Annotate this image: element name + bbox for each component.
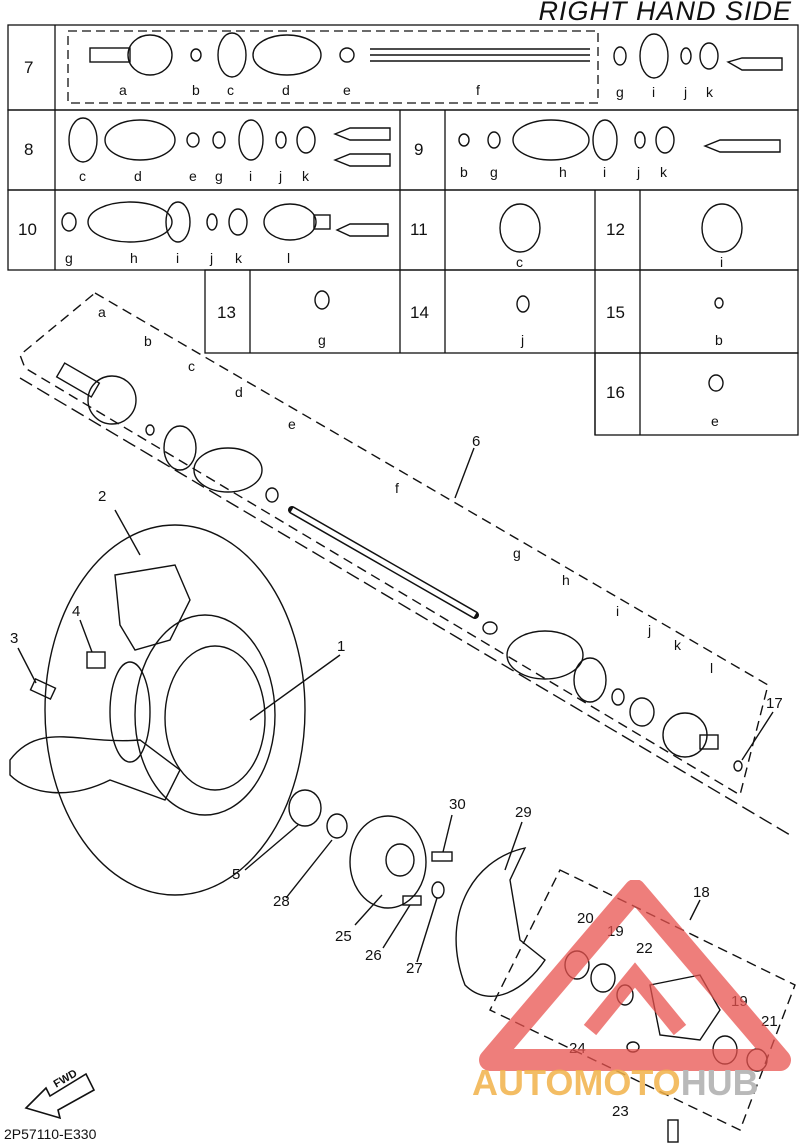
assembly-letter: j xyxy=(648,622,652,638)
row-num-9: 9 xyxy=(414,140,424,159)
fwd-arrow-icon xyxy=(24,1072,96,1120)
part-letter: l xyxy=(287,250,291,266)
part-letter: j xyxy=(210,250,214,266)
assembly-letter: l xyxy=(710,660,714,676)
assembly-letter: b xyxy=(144,333,152,349)
diagram-code: 2P57110-E330 xyxy=(4,1126,97,1142)
row-num-16: 16 xyxy=(606,383,625,402)
callout: 4 xyxy=(72,603,81,620)
callout: 26 xyxy=(365,947,382,964)
part-letter: d xyxy=(134,168,142,184)
page-title: RIGHT HAND SIDE xyxy=(538,0,792,26)
watermark-logo xyxy=(479,880,791,1071)
callout: 1 xyxy=(337,638,346,655)
callout: 18 xyxy=(693,884,710,901)
part-letter: c xyxy=(79,168,86,184)
part-letter: i xyxy=(249,168,253,184)
part-letter: g xyxy=(490,164,498,180)
part-letter: i xyxy=(720,254,724,270)
table-part-sketches xyxy=(61,32,783,392)
row-num-8: 8 xyxy=(24,140,34,159)
assembly-letter: i xyxy=(616,603,620,619)
part-letter: k xyxy=(660,164,667,180)
assembly-letter: d xyxy=(235,384,243,400)
part-letter: c xyxy=(227,82,234,98)
part-letter: j xyxy=(637,164,641,180)
callout: 30 xyxy=(449,796,466,813)
part-letter: i xyxy=(176,250,180,266)
callout: 2 xyxy=(98,488,107,505)
assembly-letter: f xyxy=(395,480,399,496)
part-letter: g xyxy=(616,84,624,100)
assembly-letter: k xyxy=(674,637,681,653)
parts-table xyxy=(7,24,799,436)
callout: 6 xyxy=(472,433,481,450)
part-letter: e xyxy=(189,168,197,184)
watermark-text: AUTOMOTOHUB xyxy=(472,1062,759,1103)
callout: 28 xyxy=(273,893,290,910)
part-letter: k xyxy=(706,84,713,100)
callout: 27 xyxy=(406,960,423,977)
callout: 29 xyxy=(515,804,532,821)
assembly-letter: e xyxy=(288,416,296,432)
callout: 23 xyxy=(612,1103,629,1120)
part-letter: a xyxy=(119,82,127,98)
part-letter: e xyxy=(343,82,351,98)
part-letter: g xyxy=(215,168,223,184)
part-letter: b xyxy=(460,164,468,180)
assembly-letter: h xyxy=(562,572,570,588)
part-letter: c xyxy=(516,254,523,270)
row-num-7: 7 xyxy=(24,58,34,77)
row-num-15: 15 xyxy=(606,303,625,322)
part-letter: k xyxy=(302,168,309,184)
row-num-11: 11 xyxy=(410,220,428,239)
part-letter: k xyxy=(235,250,242,266)
part-letter: g xyxy=(65,250,73,266)
part-letter: i xyxy=(603,164,607,180)
part-letter: j xyxy=(521,332,525,348)
callout: 3 xyxy=(10,630,19,647)
callout: 5 xyxy=(232,866,241,883)
part-letter: b xyxy=(715,332,723,348)
row-num-13: 13 xyxy=(217,303,236,322)
part-letter: g xyxy=(318,332,326,348)
part-letter: j xyxy=(684,84,688,100)
part-letter: f xyxy=(476,82,480,98)
assembly-letter: c xyxy=(188,358,195,374)
callout: 17 xyxy=(766,695,783,712)
assembly-letter: a xyxy=(98,304,106,320)
part-letter: j xyxy=(279,168,283,184)
part-letter: i xyxy=(652,84,656,100)
part-letter: h xyxy=(130,250,138,266)
row-num-12: 12 xyxy=(606,220,625,239)
assembly-letter: g xyxy=(513,545,521,561)
callout: 22 xyxy=(636,940,653,957)
row-num-14: 14 xyxy=(410,303,429,322)
part-letter: h xyxy=(559,164,567,180)
callout: 25 xyxy=(335,928,352,945)
callout: 20 xyxy=(577,910,594,927)
row-num-10: 10 xyxy=(18,220,37,239)
part-letter: b xyxy=(192,82,200,98)
part-letter: d xyxy=(282,82,290,98)
part-letter: e xyxy=(711,413,719,429)
